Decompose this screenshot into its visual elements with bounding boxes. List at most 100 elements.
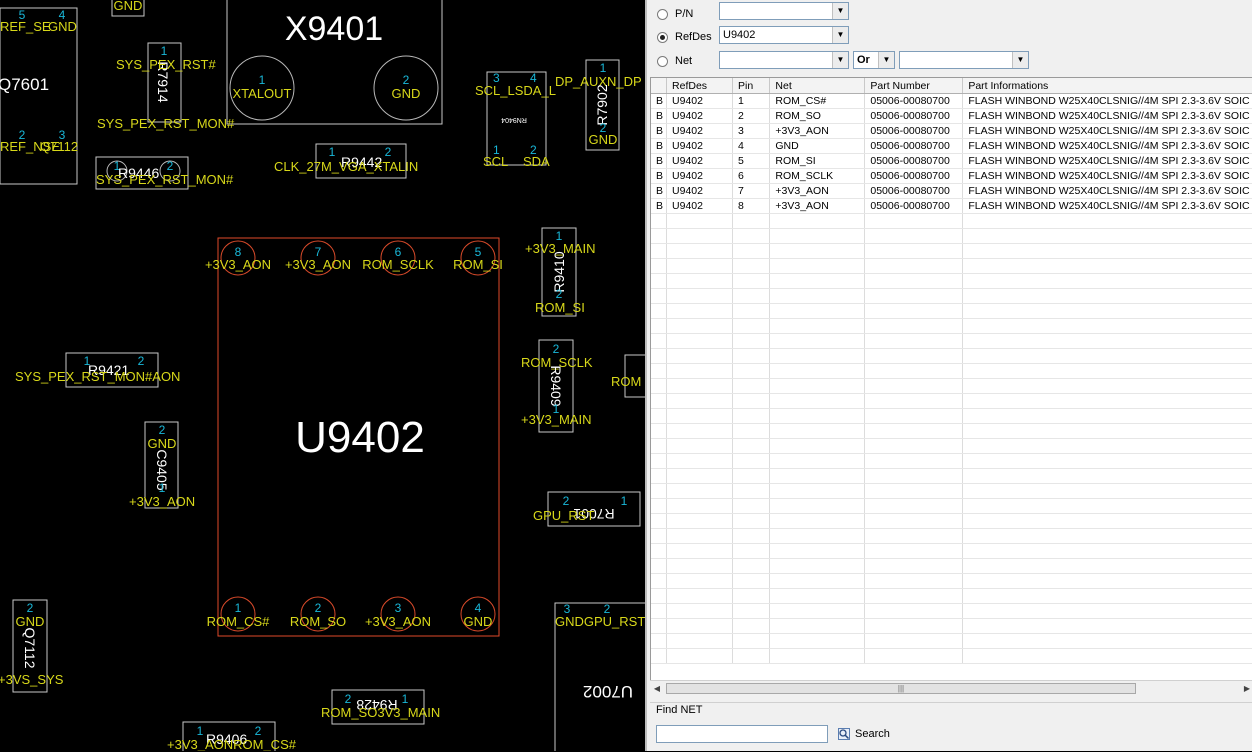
table-cell xyxy=(962,423,1252,439)
x9401-pad-1[interactable] xyxy=(229,55,295,121)
scroll-left-icon[interactable]: ◀ xyxy=(653,684,661,693)
table-cell: U9402 xyxy=(666,168,733,184)
chevron-down-icon[interactable]: ▼ xyxy=(1012,52,1028,68)
column-header[interactable]: Pin xyxy=(732,78,771,94)
net-combo-2[interactable]: ▼ xyxy=(899,51,1029,69)
table-cell xyxy=(769,243,866,259)
board-canvas[interactable]: X9401 1 2 XTALOUT GND GND 5 4 REF_SE GND… xyxy=(0,0,645,751)
radio-refdes[interactable]: RefDes xyxy=(657,27,712,47)
scroll-right-icon[interactable]: ▶ xyxy=(1243,684,1251,693)
table-cell: U9402 xyxy=(666,138,733,154)
table-cell xyxy=(732,528,771,544)
table-cell xyxy=(651,513,668,529)
table-cell: FLASH WINBOND W25X40CLSNIG//4M SPI 2.3-3… xyxy=(962,183,1252,199)
column-header[interactable]: Part Informations xyxy=(962,78,1252,94)
c9405-label[interactable]: C9405 xyxy=(154,449,170,490)
find-net-input[interactable] xyxy=(656,725,828,743)
r7001-label[interactable]: R7001 xyxy=(573,506,614,522)
table-cell xyxy=(962,618,1252,634)
u9402-pin-8[interactable] xyxy=(220,240,256,276)
column-header[interactable]: RefDes xyxy=(666,78,733,94)
table-cell xyxy=(651,408,668,424)
u9402-outline[interactable] xyxy=(217,237,500,637)
radio-pn-button[interactable] xyxy=(657,8,668,20)
pin-number: 4 xyxy=(475,601,482,615)
table-cell xyxy=(651,243,668,259)
rn9404-label[interactable]: RN9404 xyxy=(501,116,527,123)
x9401-label[interactable]: X9401 xyxy=(285,10,383,48)
u9402-pin-5[interactable] xyxy=(460,240,496,276)
u9402-pin-1[interactable] xyxy=(220,596,256,632)
net-label: SCL xyxy=(483,154,508,169)
radio-pn[interactable]: P/N xyxy=(657,4,693,24)
table-cell: 05006-00080700 xyxy=(864,138,964,154)
radio-net[interactable]: Net xyxy=(657,51,692,71)
q7601-label[interactable]: Q7601 xyxy=(0,75,49,94)
pn-combo[interactable]: ▼ xyxy=(719,2,849,20)
table-cell xyxy=(732,648,771,664)
net-label: ROM_SO xyxy=(290,614,346,629)
table-row-empty xyxy=(651,348,1252,364)
r7914-outline xyxy=(147,42,182,123)
u9402-pin-2[interactable] xyxy=(300,596,336,632)
u9402-label[interactable]: U9402 xyxy=(295,413,425,462)
r9406-label[interactable]: R9406 xyxy=(206,731,247,747)
results-grid[interactable]: RefDes Pin Net Part Number Part Informat… xyxy=(650,77,1252,697)
r9409-label[interactable]: R9409 xyxy=(548,365,564,406)
table-cell xyxy=(651,273,668,289)
net-combo-1[interactable]: ▼ xyxy=(719,51,849,69)
u9402-pin-3[interactable] xyxy=(380,596,416,632)
table-cell xyxy=(651,528,668,544)
r9410-label[interactable]: R9410 xyxy=(551,251,567,292)
chevron-down-icon[interactable]: ▼ xyxy=(832,27,848,43)
table-cell xyxy=(666,243,733,259)
net-label: GND xyxy=(148,436,177,451)
table-row-empty xyxy=(651,498,1252,514)
table-cell xyxy=(666,348,733,364)
u9402-pin-6[interactable] xyxy=(380,240,416,276)
pin-number: 5 xyxy=(19,8,26,22)
chevron-down-icon[interactable]: ▼ xyxy=(832,3,848,19)
r9421-label[interactable]: R9421 xyxy=(88,362,129,378)
r7902-label[interactable]: R7902 xyxy=(594,84,610,125)
search-button[interactable]: Search xyxy=(838,725,890,743)
r9442-label[interactable]: R9442 xyxy=(341,154,382,170)
radio-net-button[interactable] xyxy=(657,55,668,67)
r9446-label[interactable]: R9446 xyxy=(118,165,159,181)
r9428-label[interactable]: R9428 xyxy=(356,697,397,713)
x9401-pad-2[interactable] xyxy=(373,55,439,121)
q7112-label[interactable]: Q7112 xyxy=(22,628,38,669)
u9402-pin-7[interactable] xyxy=(300,240,336,276)
table-cell xyxy=(666,408,733,424)
table-cell xyxy=(962,243,1252,259)
table-row-empty xyxy=(651,573,1252,589)
column-header[interactable]: Part Number xyxy=(864,78,964,94)
refdes-combo[interactable]: U9402 ▼ xyxy=(719,26,849,44)
column-header[interactable] xyxy=(651,78,668,94)
u9402-pin-4[interactable] xyxy=(460,596,496,632)
pin-number: 2 xyxy=(563,494,570,508)
scrollbar-thumb[interactable]: ||| xyxy=(666,683,1136,694)
radio-refdes-button[interactable] xyxy=(657,31,668,43)
net-operator-combo[interactable]: Or ▼ xyxy=(853,51,895,69)
table-cell xyxy=(666,618,733,634)
u7002-outline xyxy=(554,602,645,751)
board-view[interactable]: X9401 1 2 XTALOUT GND GND 5 4 REF_SE GND… xyxy=(0,0,645,751)
horizontal-scrollbar[interactable]: ◀ ||| ▶ xyxy=(650,680,1252,697)
table-cell xyxy=(666,513,733,529)
u7002-label[interactable]: U7002 xyxy=(583,682,633,701)
r7914-label[interactable]: R7914 xyxy=(155,61,171,102)
table-cell xyxy=(732,543,771,559)
chevron-down-icon[interactable]: ▼ xyxy=(878,52,894,68)
table-cell xyxy=(769,273,866,289)
column-header[interactable]: Net xyxy=(769,78,866,94)
chevron-down-icon[interactable]: ▼ xyxy=(832,52,848,68)
